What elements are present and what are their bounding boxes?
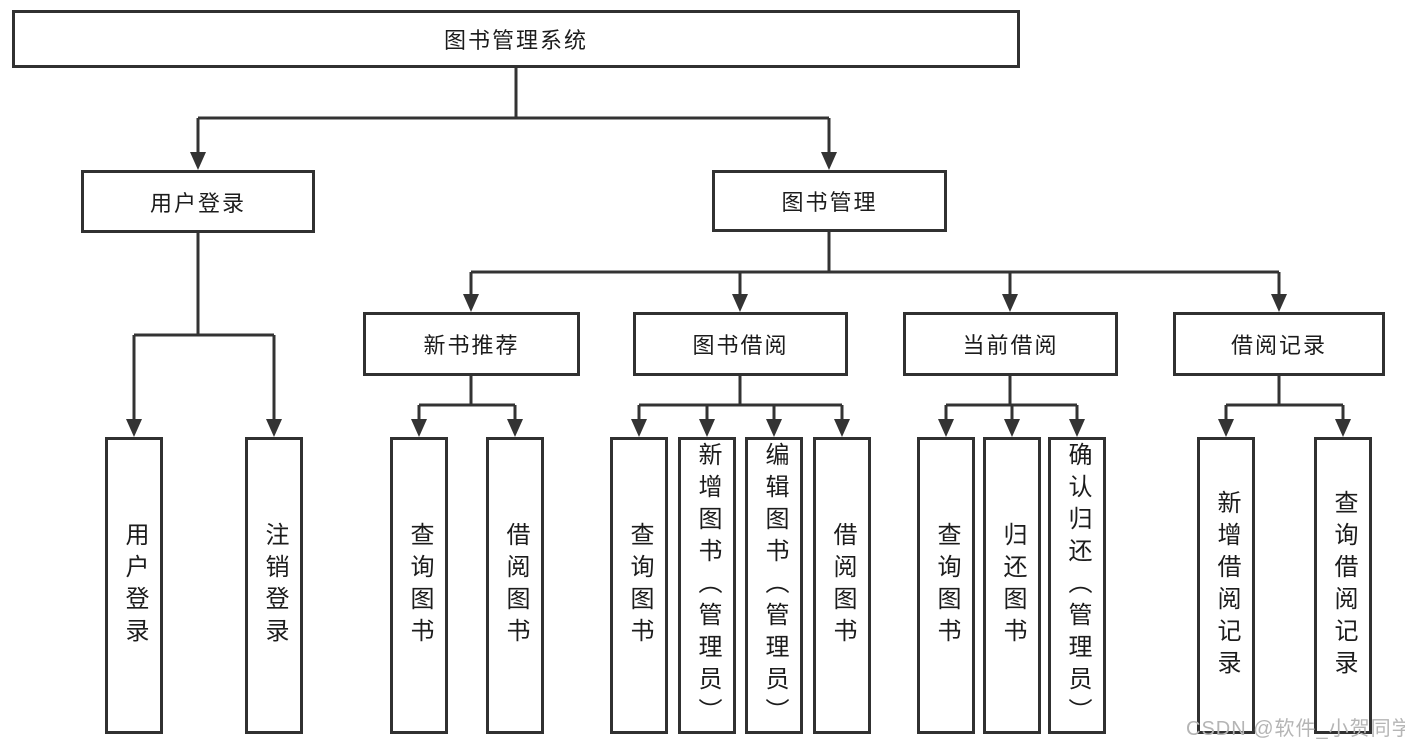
node-book-borrow: 图书借阅 (633, 312, 848, 376)
node-book-management: 图书管理 (712, 170, 947, 232)
leaf-return-book: 归还图书 (983, 437, 1041, 734)
node-borrow-records: 借阅记录 (1173, 312, 1385, 376)
leaf-return-book-label: 归还图书 (999, 521, 1026, 650)
leaf-logout-label: 注销登录 (261, 521, 288, 650)
leaf-logout: 注销登录 (245, 437, 303, 734)
edges-current-borrow-branch (944, 376, 1079, 423)
leaf-add-book-admin-label: 新增图书（管理员） (694, 441, 721, 730)
node-book-management-label: 图书管理 (781, 190, 878, 215)
leaf-user-login: 用户登录 (105, 437, 163, 734)
node-book-borrow-label: 图书借阅 (692, 333, 789, 358)
arrowheads (126, 152, 1351, 437)
leaf-edit-book-admin-label: 编辑图书（管理员） (761, 441, 788, 730)
node-new-book-recommend-label: 新书推荐 (423, 333, 520, 358)
node-root-system: 图书管理系统 (12, 10, 1020, 68)
leaf-edit-book-admin: 编辑图书（管理员） (745, 437, 803, 734)
leaf-query-books-borrow: 查询图书 (610, 437, 668, 734)
leaf-borrow-books-label: 借阅图书 (829, 521, 856, 650)
leaf-query-borrow-record-label: 查询借阅记录 (1330, 489, 1357, 682)
csdn-watermark: CSDN @软件_小贺同学 (1186, 718, 1405, 740)
leaf-query-books-recommend: 查询图书 (390, 437, 448, 734)
leaf-borrow-books-recommend: 借阅图书 (486, 437, 544, 734)
node-user-login: 用户登录 (81, 170, 315, 233)
edges-book-borrow-branch (637, 376, 844, 423)
leaf-query-books-current: 查询图书 (917, 437, 975, 734)
leaf-confirm-return-admin: 确认归还（管理员） (1048, 437, 1106, 734)
leaf-borrow-books-recommend-label: 借阅图书 (502, 521, 529, 650)
leaf-user-login-label: 用户登录 (121, 521, 148, 650)
leaf-add-borrow-record: 新增借阅记录 (1197, 437, 1255, 734)
edges-root (196, 67, 831, 156)
leaf-query-books-current-label: 查询图书 (933, 521, 960, 650)
edges-book-management-branch (469, 232, 1281, 298)
node-current-borrow-label: 当前借阅 (962, 333, 1059, 358)
edges-user-login-branch (132, 233, 276, 423)
leaf-confirm-return-admin-label: 确认归还（管理员） (1064, 441, 1091, 730)
node-current-borrow: 当前借阅 (903, 312, 1118, 376)
node-user-login-label: 用户登录 (149, 190, 246, 216)
leaf-query-borrow-record: 查询借阅记录 (1314, 437, 1372, 734)
node-borrow-records-label: 借阅记录 (1230, 333, 1327, 358)
edges-borrow-records-branch (1224, 376, 1345, 423)
leaf-add-book-admin: 新增图书（管理员） (678, 437, 736, 734)
node-new-book-recommend: 新书推荐 (363, 312, 580, 376)
leaf-borrow-books: 借阅图书 (813, 437, 871, 734)
edges-new-book-branch (417, 376, 517, 423)
leaf-query-books-recommend-label: 查询图书 (406, 521, 433, 650)
leaf-add-borrow-record-label: 新增借阅记录 (1213, 489, 1240, 682)
node-root-label: 图书管理系统 (443, 28, 588, 53)
leaf-query-books-borrow-label: 查询图书 (626, 521, 653, 650)
